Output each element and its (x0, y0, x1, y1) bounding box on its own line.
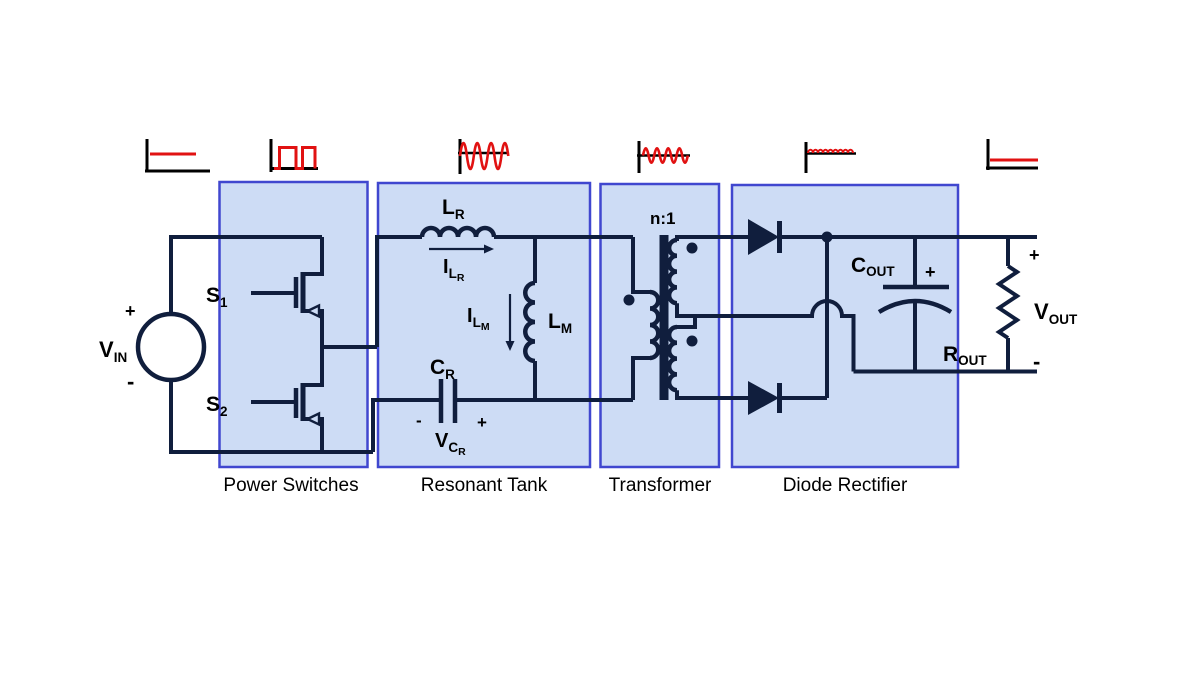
axis-lines (986, 139, 1038, 170)
output-load: ROUT + VOUT - (943, 237, 1078, 374)
ilm-current-annotation: ILM (467, 294, 515, 351)
vout-label: VOUT (1034, 299, 1078, 327)
vcr-plus-sign: + (477, 413, 487, 432)
vcr-minus-sign: - (416, 411, 422, 430)
resonant-sine-wave-icon (458, 139, 510, 174)
power-switches-caption: Power Switches (223, 475, 358, 496)
resistor-rout-zigzag (995, 264, 1021, 340)
vout-minus-sign: - (1033, 349, 1040, 374)
cr-label: CR (430, 356, 455, 382)
cout-curved-plate (877, 298, 953, 314)
s1-drain-wire (303, 237, 324, 276)
square-wave-trace (274, 146, 317, 170)
square-wave-icon (269, 139, 318, 172)
primary-polarity-dot-icon (623, 294, 635, 306)
transformer-core-bar (659, 235, 669, 400)
power-switches-box (218, 180, 369, 469)
resonant-tank-box (376, 181, 592, 469)
inductor-lr-coil (419, 225, 497, 238)
tank-input-wire (375, 235, 422, 347)
cout-plus-sign: + (925, 262, 936, 282)
mosfet-s2: S2 (206, 347, 324, 452)
transformer-stage: n:1 (623, 209, 856, 400)
lr-label: LR (442, 196, 465, 222)
s2-drain-wire (303, 347, 324, 387)
vin-minus-sign: - (127, 369, 134, 394)
primary-bottom-lead (631, 356, 650, 400)
axis-lines (145, 139, 210, 173)
resonant-tank-stage: LR ILR LM ILM CR - VCR + (371, 196, 633, 458)
power-switches-stage: S1 S2 (206, 237, 377, 452)
ilm-label: ILM (467, 305, 490, 333)
diode-bottom (748, 381, 827, 415)
vin-label: VIN (99, 337, 127, 365)
section-captions: Power Switches Resonant Tank Transformer… (223, 475, 908, 496)
vout-plus-sign: + (1029, 245, 1040, 265)
primary-top-lead (631, 237, 650, 294)
dc-output-waveform-icon (986, 139, 1038, 170)
secondary-bottom-lead (675, 390, 748, 400)
transformer-caption: Transformer (609, 475, 712, 496)
mosfet-s1: S1 (206, 237, 324, 347)
secondary-top-winding-coil (666, 237, 678, 306)
stage-boxes (218, 180, 960, 469)
ilr-arrowhead-icon (484, 244, 494, 254)
diode-rectifier-stage: COUT + (748, 219, 1037, 415)
secondary-top-lead (675, 235, 748, 241)
sine-trace (458, 141, 510, 171)
ilr-current-annotation: ILR (429, 244, 494, 284)
diode-bottom-triangle (748, 381, 779, 415)
sine-trace (641, 146, 690, 165)
secondary-bottom-polarity-dot-icon (686, 335, 698, 347)
dc-input-waveform-icon (145, 139, 210, 173)
s2-source-arrow-icon (304, 411, 321, 427)
transformer-sine-wave-icon (637, 141, 690, 173)
cout-label: COUT (851, 254, 895, 279)
capacitor-cout: COUT + (851, 237, 953, 372)
secondary-bottom-tap-jog (677, 316, 697, 329)
diode-rectifier-caption: Diode Rectifier (783, 475, 908, 496)
ripple-trace (807, 148, 854, 154)
ilm-arrowhead-icon (505, 341, 515, 351)
inductor-lm: LM (523, 237, 572, 400)
s1-label: S1 (206, 284, 228, 310)
vcr-label: VCR (435, 430, 466, 458)
voltage-source-circle (135, 311, 207, 383)
vin-plus-sign: + (125, 301, 136, 321)
lm-label: LM (548, 310, 572, 336)
vin-negative-wire (169, 380, 373, 454)
rectified-ripple-wave-icon (804, 142, 856, 173)
turns-ratio-label: n:1 (650, 209, 676, 228)
secondary-top-polarity-dot-icon (686, 242, 698, 254)
s1-source-arrow-icon (304, 303, 321, 319)
vin-positive-wire (169, 235, 322, 314)
inductor-lm-coil (523, 280, 536, 364)
capacitor-cr: CR - VCR + (371, 356, 633, 458)
cr-left-lead (371, 398, 441, 452)
diode-top-triangle (748, 219, 779, 255)
secondary-top-tap-jog (675, 303, 695, 318)
diode-rectifier-box (730, 183, 960, 469)
s2-label: S2 (206, 393, 228, 419)
primary-winding-coil (649, 289, 661, 361)
vin-source: VIN + - (99, 235, 373, 454)
secondary-bottom-winding-coil (666, 324, 678, 393)
resonant-tank-caption: Resonant Tank (421, 475, 548, 496)
rout-label: ROUT (943, 343, 987, 368)
ilr-label: ILR (443, 256, 465, 284)
